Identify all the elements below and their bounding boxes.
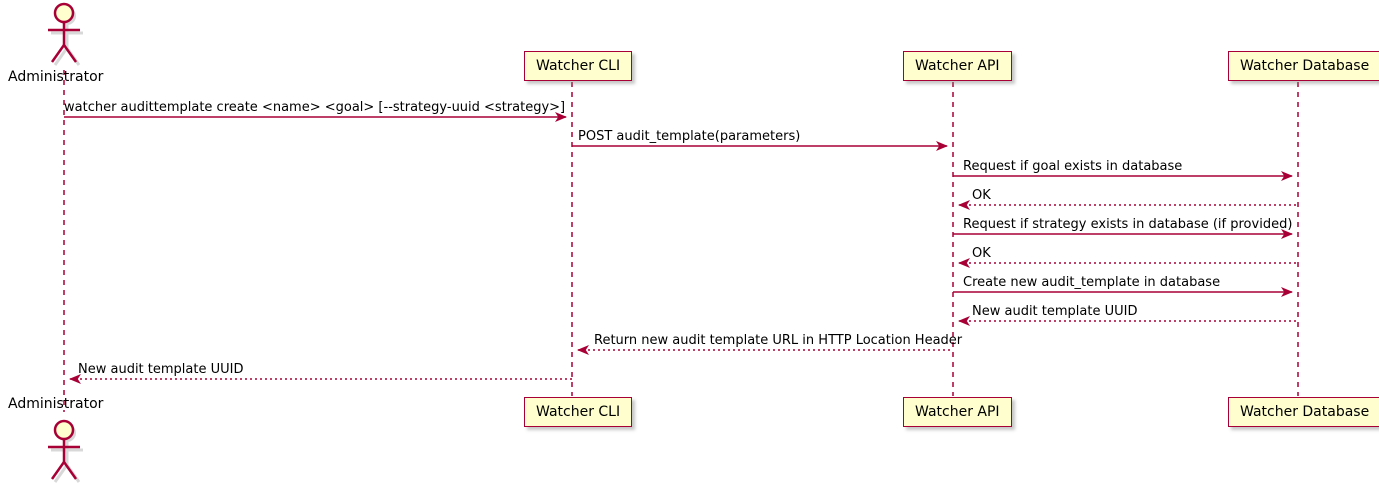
message-label-4: OK (972, 188, 991, 203)
actor-administrator-bottom (48, 419, 83, 483)
participant-watcher-cli-bottom[interactable]: Watcher CLI (524, 397, 633, 427)
message-label-10: New audit template UUID (78, 362, 244, 377)
participant-watcher-database-top[interactable]: Watcher Database (1228, 51, 1379, 81)
actor-label-administrator-bottom: Administrator (8, 396, 104, 412)
message-label-3: Request if goal exists in database (963, 159, 1183, 174)
participant-watcher-api-top[interactable]: Watcher API (903, 51, 1012, 81)
actor-administrator-top (48, 2, 83, 66)
lifelines (63, 70, 1299, 412)
message-arrows (64, 112, 1298, 384)
message-label-6: OK (972, 246, 991, 261)
message-label-1: watcher audittemplate create <name> <goa… (64, 100, 566, 115)
message-label-2: POST audit_template(parameters) (578, 129, 801, 144)
message-label-8: New audit template UUID (972, 304, 1138, 319)
message-label-9: Return new audit template URL in HTTP Lo… (594, 333, 963, 348)
actor-label-administrator-top: Administrator (8, 69, 104, 85)
message-label-7: Create new audit_template in database (963, 275, 1221, 290)
message-label-5: Request if strategy exists in database (… (963, 217, 1293, 232)
participant-watcher-database-bottom[interactable]: Watcher Database (1228, 397, 1379, 427)
participant-watcher-cli-top[interactable]: Watcher CLI (524, 51, 633, 81)
participant-watcher-api-bottom[interactable]: Watcher API (903, 397, 1012, 427)
